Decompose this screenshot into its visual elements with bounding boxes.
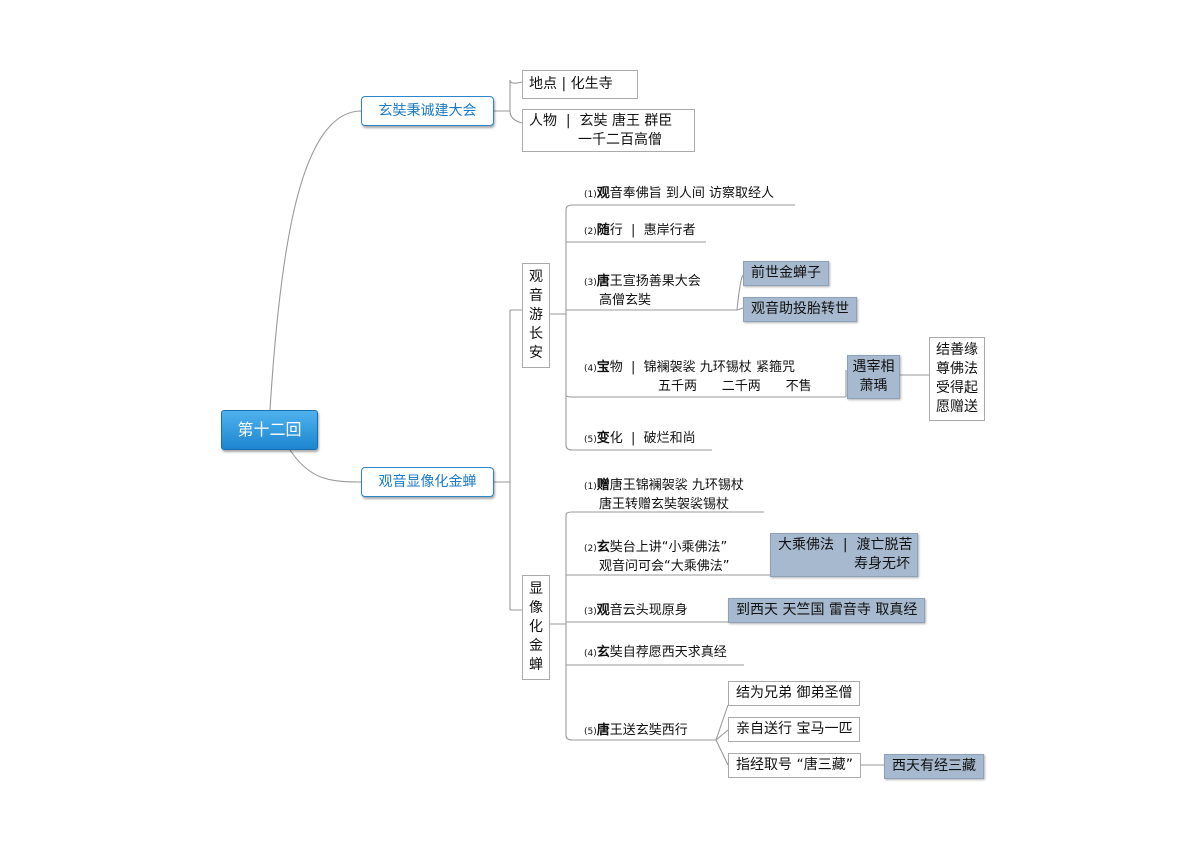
- item-text-line2: 高僧玄奘: [599, 293, 652, 308]
- item-lead: 宝: [596, 360, 610, 375]
- item-2-4[interactable]: (4)玄奘自荐愿西天求真经: [584, 644, 727, 663]
- item-lead: 变: [596, 431, 610, 446]
- item-text: 化 | 破烂和尚: [609, 431, 696, 446]
- section-char: 像: [529, 600, 543, 616]
- note-mahayana[interactable]: 大乘佛法 | 渡亡脱苦 寿身无坏: [770, 533, 918, 577]
- item-text: 王宣扬善果大会: [609, 274, 701, 289]
- note-line: 尊佛法: [936, 361, 978, 377]
- section-manifests-golden-cicada[interactable]: 显 像 化 金 蝉: [522, 575, 550, 680]
- item-2-3[interactable]: (3)观音云头现原身: [584, 602, 688, 621]
- note-send-off[interactable]: 亲自送行 宝马一匹: [728, 717, 861, 742]
- item-text: 行 | 惠岸行者: [609, 223, 696, 238]
- item-index: (1): [584, 190, 597, 200]
- item-text-line2: 五千两 二千两 不售: [658, 379, 812, 394]
- section-char: 金: [529, 638, 543, 654]
- note-line: 萧瑀: [859, 378, 888, 394]
- note-line: 寿身无坏: [854, 556, 910, 572]
- item-1-2[interactable]: (2)随行 | 惠岸行者: [584, 222, 696, 241]
- item-index: (4): [584, 364, 597, 374]
- section-char: 观: [529, 269, 543, 285]
- section-char: 游: [529, 307, 543, 323]
- item-text: 音奉佛旨 到人间 访察取经人: [609, 186, 775, 201]
- note-three-baskets[interactable]: 西天有经三藏: [884, 754, 984, 779]
- section-char: 蝉: [529, 657, 543, 673]
- section-guanyin-visits-changan[interactable]: 观 音 游 长 安: [522, 263, 550, 368]
- item-text: 奘自荐愿西天求真经: [609, 645, 727, 660]
- item-text: 王送玄奘西行: [609, 723, 688, 738]
- section-char: 长: [529, 326, 543, 342]
- item-text: 奘台上讲“小乘佛法”: [609, 540, 728, 555]
- note-karma-reasons[interactable]: 结善缘 尊佛法 受得起 愿赠送: [929, 337, 985, 421]
- item-2-1[interactable]: (1)赠唐王锦襕袈裟 九环锡杖 唐王转赠玄奘袈裟锡杖: [584, 477, 744, 514]
- item-2-5[interactable]: (5)唐王送玄奘西行: [584, 722, 688, 741]
- section-char: 显: [529, 581, 543, 597]
- item-index: (1): [584, 482, 597, 492]
- section-char: 化: [529, 619, 543, 635]
- note-line: 大乘佛法 | 渡亡脱苦: [778, 537, 913, 553]
- detail-location[interactable]: 地点 | 化生寺: [522, 70, 638, 99]
- item-lead: 观: [596, 603, 610, 618]
- item-text: 音云头现原身: [609, 603, 688, 618]
- note-reincarnation[interactable]: 观音助投胎转世: [743, 297, 857, 322]
- detail-location-text: 地点 | 化生寺: [529, 76, 613, 92]
- item-index: (4): [584, 649, 597, 659]
- item-index: (3): [584, 607, 597, 617]
- item-index: (3): [584, 278, 597, 288]
- item-1-4[interactable]: (4)宝物 | 锦襕袈裟 九环锡杖 紧箍咒 五千两 二千两 不售: [584, 359, 812, 396]
- item-index: (5): [584, 727, 597, 737]
- item-index: (5): [584, 435, 597, 445]
- item-lead: 赠: [596, 478, 610, 493]
- item-1-1[interactable]: (1)观音奉佛旨 到人间 访察取经人: [584, 185, 774, 204]
- note-chancellor-xiaoyu[interactable]: 遇宰相 萧瑀: [847, 355, 900, 399]
- item-lead: 玄: [596, 540, 610, 555]
- note-line: 愿赠送: [936, 399, 978, 415]
- topic-guanyin-manifests[interactable]: 观音显像化金蝉: [361, 467, 494, 497]
- item-text-line2: 唐王转赠玄奘袈裟锡杖: [599, 497, 730, 512]
- item-lead: 唐: [596, 274, 610, 289]
- item-index: (2): [584, 227, 597, 237]
- item-lead: 玄: [596, 645, 610, 660]
- section-char: 安: [529, 345, 543, 361]
- item-1-3[interactable]: (3)唐王宣扬善果大会 高僧玄奘: [584, 273, 701, 310]
- note-line: 结善缘: [936, 342, 978, 358]
- note-fetch-scriptures[interactable]: 到西天 天竺国 雷音寺 取真经: [728, 598, 926, 623]
- topic-founding-assembly[interactable]: 玄奘秉诚建大会: [361, 96, 494, 126]
- note-tang-sanzang[interactable]: 指经取号 “唐三藏”: [728, 753, 861, 778]
- note-line: 受得起: [936, 380, 978, 396]
- item-1-5[interactable]: (5)变化 | 破烂和尚: [584, 430, 696, 449]
- item-index: (2): [584, 544, 597, 554]
- detail-people[interactable]: 人物 | 玄奘 唐王 群臣 一千二百高僧: [522, 109, 695, 152]
- note-golden-cicada[interactable]: 前世金蝉子: [743, 261, 829, 286]
- item-lead: 观: [596, 186, 610, 201]
- item-lead: 随: [596, 223, 610, 238]
- note-line: 遇宰相: [852, 359, 895, 375]
- root-topic[interactable]: 第十二回: [221, 410, 318, 450]
- detail-people-line2: 一千二百高僧: [529, 132, 662, 148]
- note-sworn-brothers[interactable]: 结为兄弟 御弟圣僧: [728, 681, 861, 706]
- item-text: 物 | 锦襕袈裟 九环锡杖 紧箍咒: [609, 360, 795, 375]
- detail-people-line1: 人物 | 玄奘 唐王 群臣: [529, 113, 673, 129]
- item-text: 唐王锦襕袈裟 九环锡杖: [609, 478, 744, 493]
- section-char: 音: [529, 288, 543, 304]
- item-2-2[interactable]: (2)玄奘台上讲“小乘佛法” 观音问可会“大乘佛法”: [584, 539, 729, 576]
- item-text-line2: 观音问可会“大乘佛法”: [599, 559, 730, 574]
- item-lead: 唐: [596, 723, 610, 738]
